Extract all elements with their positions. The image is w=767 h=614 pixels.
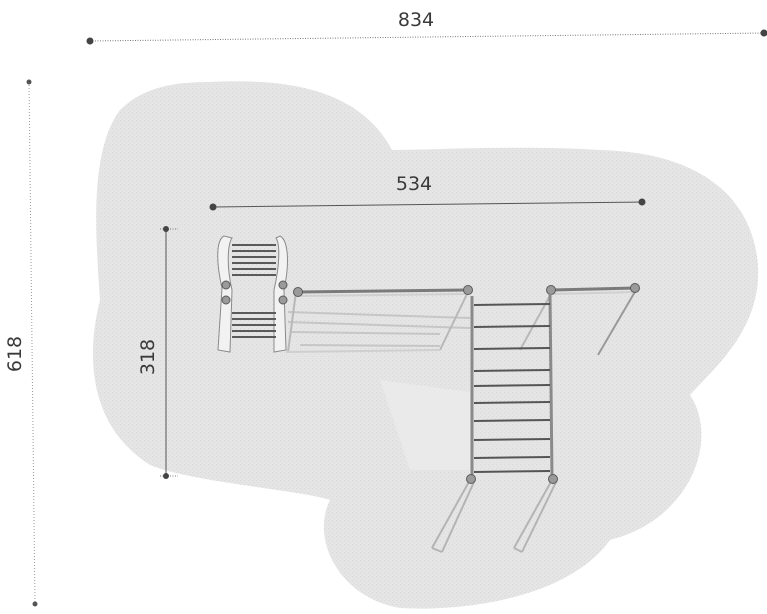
left-ladder-rail-right xyxy=(273,235,288,353)
equipment-depth-start-dot xyxy=(163,226,169,232)
monkey-bars-section xyxy=(285,285,473,353)
overall-width-label: 834 xyxy=(398,9,434,31)
equipment-depth-label: 318 xyxy=(137,339,159,375)
center-ladder-rail-right xyxy=(548,293,554,479)
left-ladder-top-rungs xyxy=(232,244,276,276)
equipment-width-dimension: 534 xyxy=(209,173,646,211)
equipment-depth-end-dot xyxy=(163,473,169,479)
overall-depth-start-dot xyxy=(26,79,32,85)
overall-depth-end-dot xyxy=(32,601,38,607)
equipment-width-end-dot xyxy=(638,198,646,206)
overall-width-start-dot xyxy=(86,37,94,45)
center-ladder-rungs xyxy=(473,303,551,473)
center-ladder-bolts xyxy=(466,474,558,484)
overall-depth-dimension: 618 xyxy=(4,79,38,607)
overall-depth-line xyxy=(28,81,36,606)
overall-width-end-dot xyxy=(760,29,767,37)
center-ladder xyxy=(380,293,558,553)
left-ladder-rail-left xyxy=(217,235,233,353)
equipment-width-label: 534 xyxy=(396,173,432,195)
equipment-depth-dimension: 318 xyxy=(137,226,178,479)
left-ladder-bolts xyxy=(221,280,288,305)
right-top-rail xyxy=(551,286,637,292)
monkey-bars-top-rail xyxy=(297,288,469,294)
center-ladder-legs xyxy=(431,479,557,553)
equipment-width-start-dot xyxy=(209,203,217,211)
left-ladder-bottom-rungs xyxy=(232,312,276,338)
overall-width-dimension: 834 xyxy=(86,9,767,45)
overall-width-line xyxy=(89,32,766,42)
overall-depth-label: 618 xyxy=(4,336,26,372)
equipment-width-line xyxy=(212,201,643,208)
monkey-bars-bolts xyxy=(293,285,473,297)
left-ladder-frame xyxy=(217,235,288,353)
right-bar-section xyxy=(519,283,640,356)
right-bar-bolts xyxy=(546,283,640,295)
